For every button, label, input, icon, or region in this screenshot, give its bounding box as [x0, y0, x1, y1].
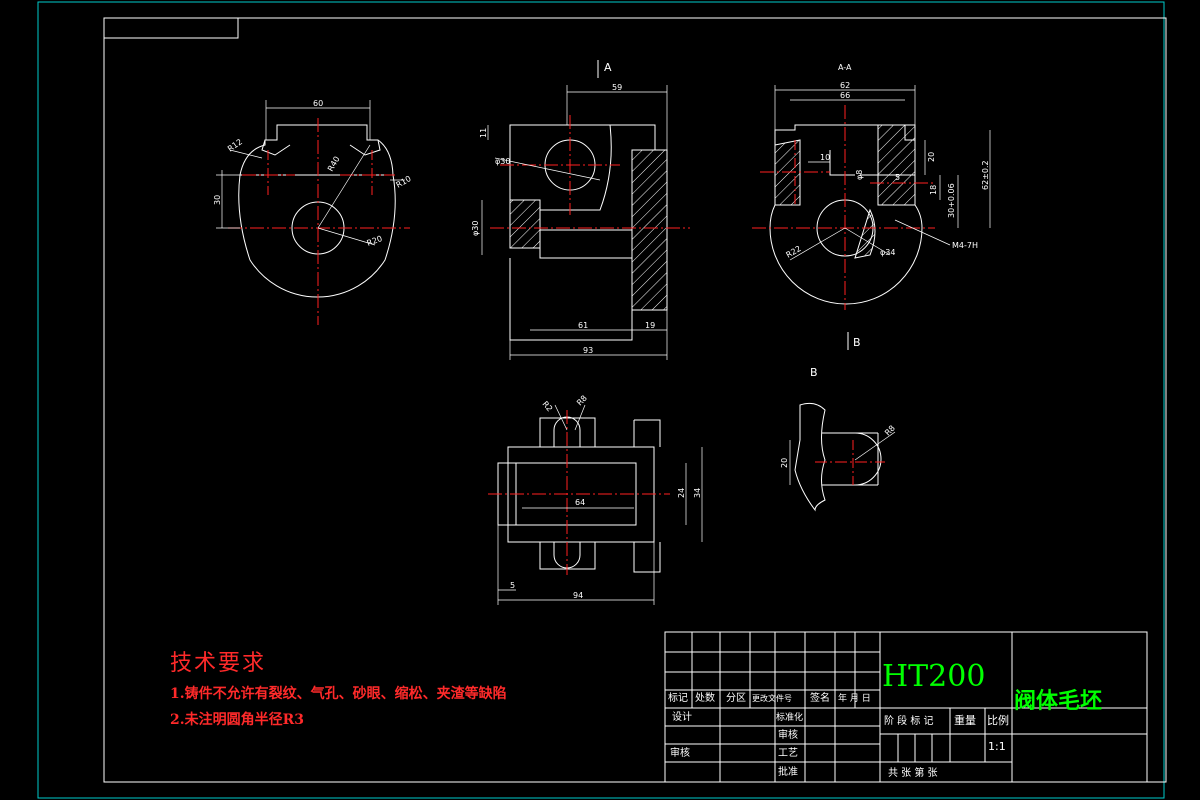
dim-section-66: 66: [840, 91, 850, 100]
tb-header-count: 处数: [695, 691, 715, 704]
side-center-lines: [490, 115, 690, 229]
title-block: [664, 631, 1148, 783]
tb-check: 批准: [778, 765, 798, 778]
view-b-dimensions: [789, 431, 896, 485]
dim-section-30tol: 30+0.06: [947, 183, 956, 218]
tb-material: HT200: [882, 659, 985, 694]
dim-top-64: 64: [575, 498, 585, 507]
tb-checked: 审核: [778, 728, 798, 741]
dim-top-r2: R2: [540, 400, 554, 414]
corner-label-box: [103, 17, 239, 39]
dim-section-phi34: φ34: [880, 248, 895, 257]
dim-front-r20: R20: [366, 234, 384, 248]
dim-side-61: 61: [578, 321, 588, 330]
drawing-border: [103, 17, 1167, 783]
tb-process: 工艺: [778, 747, 798, 759]
dim-front-30: 30: [213, 195, 222, 205]
view-b-title: B: [810, 366, 818, 379]
tb-weight: 重量: [954, 713, 976, 727]
dim-side-phi30b: φ30: [471, 221, 480, 236]
tb-header-mark: 标记: [668, 692, 688, 704]
dim-section-10: 10: [820, 153, 830, 162]
tb-scale: 1:1: [988, 740, 1006, 753]
side-view: [509, 124, 668, 341]
tb-header-date: 年 月 日: [838, 692, 871, 704]
dim-viewb-20: 20: [780, 458, 789, 468]
tech-line-1: 1.铸件不允许有裂纹、气孔、砂眼、缩松、夹渣等缺陷: [170, 686, 507, 702]
dim-section-r22: R22: [785, 244, 803, 260]
view-b-arrow-label: B: [853, 336, 861, 349]
dim-front-r40: R40: [326, 155, 342, 173]
view-b: [794, 402, 882, 512]
section-title: A-A: [838, 63, 852, 72]
technical-requirements: 技术要求 1.铸件不允许有裂纹、气孔、砂眼、缩松、夹渣等缺陷 2.未注明圆角半径…: [170, 645, 507, 729]
dim-side-phi30a: φ30: [495, 157, 510, 166]
section-center-lines: [752, 105, 935, 310]
view-b-center-lines: [815, 440, 885, 485]
dim-top-24: 24: [677, 488, 686, 498]
dim-viewb-r8: R8: [883, 424, 897, 438]
tb-header-zone: 分区: [726, 692, 746, 704]
tb-stage-mark: 阶 段 标 记: [884, 714, 934, 727]
dim-section-62: 62: [840, 81, 850, 90]
dim-front-60: 60: [313, 99, 323, 108]
tb-design: 设计: [672, 710, 692, 723]
tb-ratio: 比例: [987, 713, 1009, 727]
dim-side-59: 59: [612, 83, 622, 92]
top-dimensions: [497, 404, 703, 605]
tech-line-2: 2.未注明圆角半径R3: [170, 712, 304, 728]
tech-title: 技术要求: [170, 651, 267, 676]
side-dimensions: [481, 85, 668, 360]
dim-section-thread: M4-7H: [952, 241, 978, 250]
dim-section-tol: 62±0.2: [981, 160, 990, 190]
dim-section-phi8: φ8: [855, 170, 864, 180]
tb-sheets: 共 张 第 张: [888, 766, 938, 779]
dim-section-5: 5: [895, 173, 900, 182]
tb-header-sign: 签名: [810, 691, 830, 704]
dim-side-93: 93: [583, 346, 593, 355]
dim-side-11: 11: [479, 128, 488, 138]
dim-front-r10: R10: [395, 174, 413, 190]
dim-section-18: 18: [929, 185, 938, 195]
dim-top-r8: R8: [575, 394, 589, 408]
dim-top-5: 5: [510, 581, 515, 590]
section-dimensions: [774, 85, 991, 261]
dim-top-94: 94: [573, 591, 583, 600]
tb-standardize: 标准化: [776, 711, 803, 723]
tb-part-name: 阀体毛坯: [1014, 688, 1102, 714]
dim-section-20: 20: [927, 152, 936, 162]
outer-frame: [37, 1, 1165, 799]
tb-approve: 审核: [670, 746, 690, 759]
dim-top-34: 34: [693, 488, 702, 498]
tb-header-doc: 更改文件号: [752, 693, 792, 703]
dim-side-19: 19: [645, 321, 655, 330]
top-center-lines: [488, 410, 670, 575]
view-a-arrow-label: A: [604, 61, 612, 74]
section-view: [769, 124, 923, 305]
front-dimensions: [216, 100, 405, 246]
